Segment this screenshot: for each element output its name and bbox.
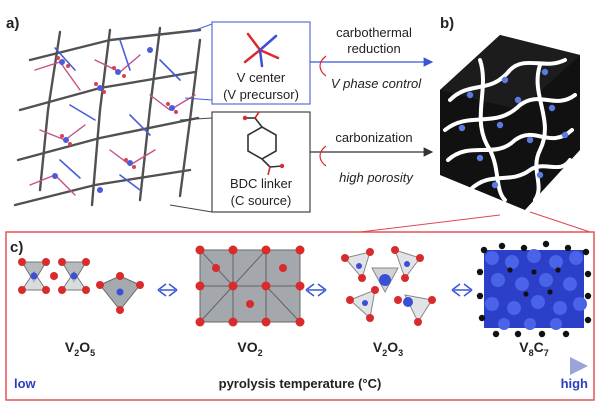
v-center-subtitle: (V precursor) <box>223 87 299 102</box>
callout-line <box>190 24 212 32</box>
phase-label-v8c7: V8C7 <box>519 339 549 358</box>
panel-c-label: c) <box>10 239 23 256</box>
double-arrow-icon <box>306 284 326 296</box>
panel-b-label: b) <box>440 15 454 32</box>
panel-a-label: a) <box>6 15 19 32</box>
v2o5-structure <box>18 258 144 314</box>
mof-framework <box>15 28 200 205</box>
temperature-axis-label: pyrolysis temperature (°C) <box>219 376 382 391</box>
zoom-line <box>360 215 500 232</box>
phase-label-v2o3: V2O3 <box>373 339 403 358</box>
curved-arrow-icon <box>320 146 326 166</box>
porous-carbon-block <box>440 35 580 210</box>
zoom-line <box>530 212 590 232</box>
carbothermal-label-2: reduction <box>347 41 400 56</box>
temperature-high: high <box>561 376 588 391</box>
carbonization-label: carbonization <box>335 130 412 145</box>
double-arrow-icon <box>158 284 177 296</box>
carbothermal-condition: V phase control <box>331 76 422 91</box>
bdc-linker-subtitle: (C source) <box>231 193 292 208</box>
carbonization-condition: high porosity <box>339 170 414 185</box>
v2o3-structure <box>341 246 436 326</box>
v8c7-structure <box>477 241 591 337</box>
vo2-structure <box>196 246 305 327</box>
double-arrow-icon <box>452 284 472 296</box>
carbothermal-label-1: carbothermal <box>336 25 412 40</box>
temperature-low: low <box>14 376 37 391</box>
phase-label-vo2: VO2 <box>237 339 262 358</box>
phase-label-v2o5: V2O5 <box>65 339 95 358</box>
curved-arrow-icon <box>320 56 326 76</box>
callout-line <box>170 205 212 212</box>
v-center-title: V center <box>237 70 286 85</box>
bdc-linker-title: BDC linker <box>230 176 293 191</box>
